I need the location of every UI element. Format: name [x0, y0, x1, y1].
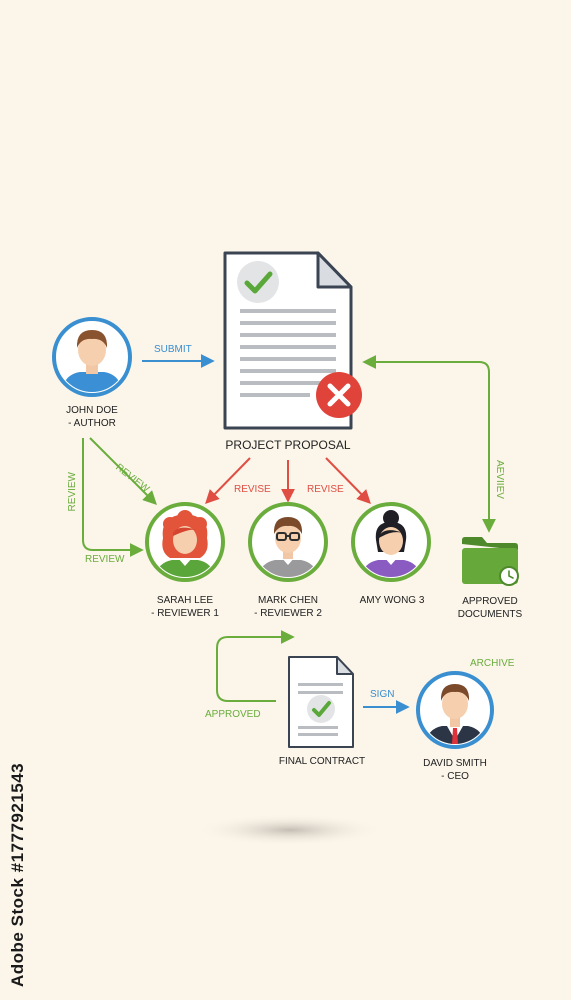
reject-x-icon [316, 372, 362, 418]
revise-right-arrow [325, 457, 371, 505]
john-doe-role: - AUTHOR [68, 418, 116, 429]
david-smith-name: DAVID SMITH [423, 758, 487, 769]
archive-edge-label: ARCHIVE [470, 658, 515, 669]
submit-edge-label: SUBMIT [154, 344, 192, 355]
sign-edge-label: SIGN [370, 689, 395, 700]
review-elbow-arrow [82, 438, 144, 557]
approval-return-arrow [362, 355, 496, 533]
amy-wong-avatar[interactable] [351, 502, 431, 582]
approval-return-edge-label: AEVIIEV [494, 460, 505, 499]
approved-edge-label: APPROVED [205, 709, 261, 720]
stock-credit-id: #1777921543 [8, 762, 27, 873]
amy-wong-label: AMY WONG 3 [359, 595, 425, 606]
david-smith-role: - CEO [441, 771, 469, 782]
final-contract-label: FINAL CONTRACT [278, 756, 366, 767]
check-circle-icon [237, 261, 279, 303]
mark-chen-name: MARK CHEN [257, 595, 318, 606]
david-smith-avatar[interactable] [416, 671, 494, 749]
stock-credit: Adobe Stock #1777921543 [8, 760, 38, 990]
project-proposal-document[interactable] [223, 251, 362, 430]
mark-chen-avatar[interactable] [248, 502, 328, 582]
approved-documents-folder-icon[interactable] [462, 537, 519, 586]
review-vertical-edge-label: REVIEW [67, 472, 78, 512]
revise-right-edge-label: REVISE [307, 484, 344, 495]
stock-credit-text: Adobe Stock [8, 877, 27, 988]
john-doe-label: JOHN DOE - AUTHOR [42, 404, 142, 430]
review-horizontal-edge-label: REVIEW [85, 554, 125, 565]
approved-documents-label: APPROVED DOCUMENTS [440, 595, 540, 621]
sarah-lee-role: - REVIEWER 1 [151, 608, 219, 619]
review-diagonal-arrow [89, 437, 157, 505]
john-doe-avatar[interactable] [52, 317, 132, 397]
final-contract-document[interactable] [288, 656, 354, 748]
clock-icon [499, 566, 519, 586]
mark-chen-label: MARK CHEN - REVIEWER 2 [233, 594, 343, 620]
revise-left-edge-label: REVISE [234, 484, 271, 495]
revise-left-arrow [205, 457, 251, 505]
david-smith-label: DAVID SMITH - CEO [405, 757, 505, 783]
mark-chen-role: - REVIEWER 2 [254, 608, 322, 619]
sarah-lee-name: SARAH LEE [156, 595, 214, 606]
floor-shadow [195, 814, 385, 846]
john-doe-name: JOHN DOE [66, 405, 118, 416]
approved-loop-arrow [216, 630, 295, 702]
approved-documents-line2: DOCUMENTS [457, 609, 523, 620]
sarah-lee-label: SARAH LEE - REVIEWER 1 [130, 594, 240, 620]
sarah-lee-avatar[interactable] [145, 502, 225, 582]
project-proposal-label: PROJECT PROPOSAL [225, 438, 351, 452]
document-text-lines [240, 309, 336, 397]
check-circle-icon [307, 695, 335, 723]
approved-documents-line1: APPROVED [462, 596, 518, 607]
